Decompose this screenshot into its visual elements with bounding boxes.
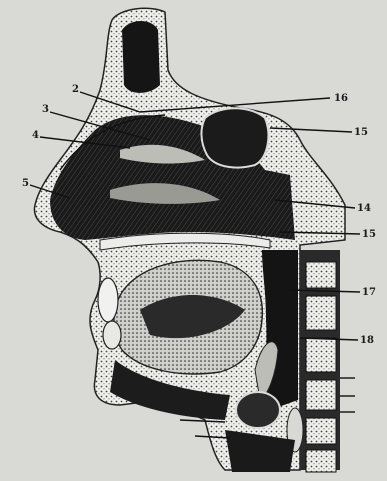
label-3: 3 [42, 104, 49, 115]
vertebra-c5 [306, 418, 336, 444]
vertebra-c6 [306, 450, 336, 472]
label-18: 18 [360, 335, 374, 346]
vertebra-c4 [306, 380, 336, 410]
larynx [236, 392, 280, 428]
label-2: 2 [72, 84, 79, 95]
label-14: 14 [357, 203, 371, 214]
label-4: 4 [32, 130, 39, 141]
label-16: 16 [334, 93, 348, 104]
label-17: 17 [362, 287, 376, 298]
lower-lip [103, 321, 121, 349]
vertebra-c3 [306, 338, 336, 372]
upper-lip [98, 278, 118, 322]
label-15-bottom: 15 [362, 229, 376, 240]
sphenoid-sinus [201, 108, 268, 167]
frontal-sinus [122, 21, 160, 93]
label-15-top: 15 [354, 127, 368, 138]
vertebra-c1 [306, 262, 336, 288]
vertebra-c2 [306, 296, 336, 330]
label-5: 5 [22, 178, 29, 189]
